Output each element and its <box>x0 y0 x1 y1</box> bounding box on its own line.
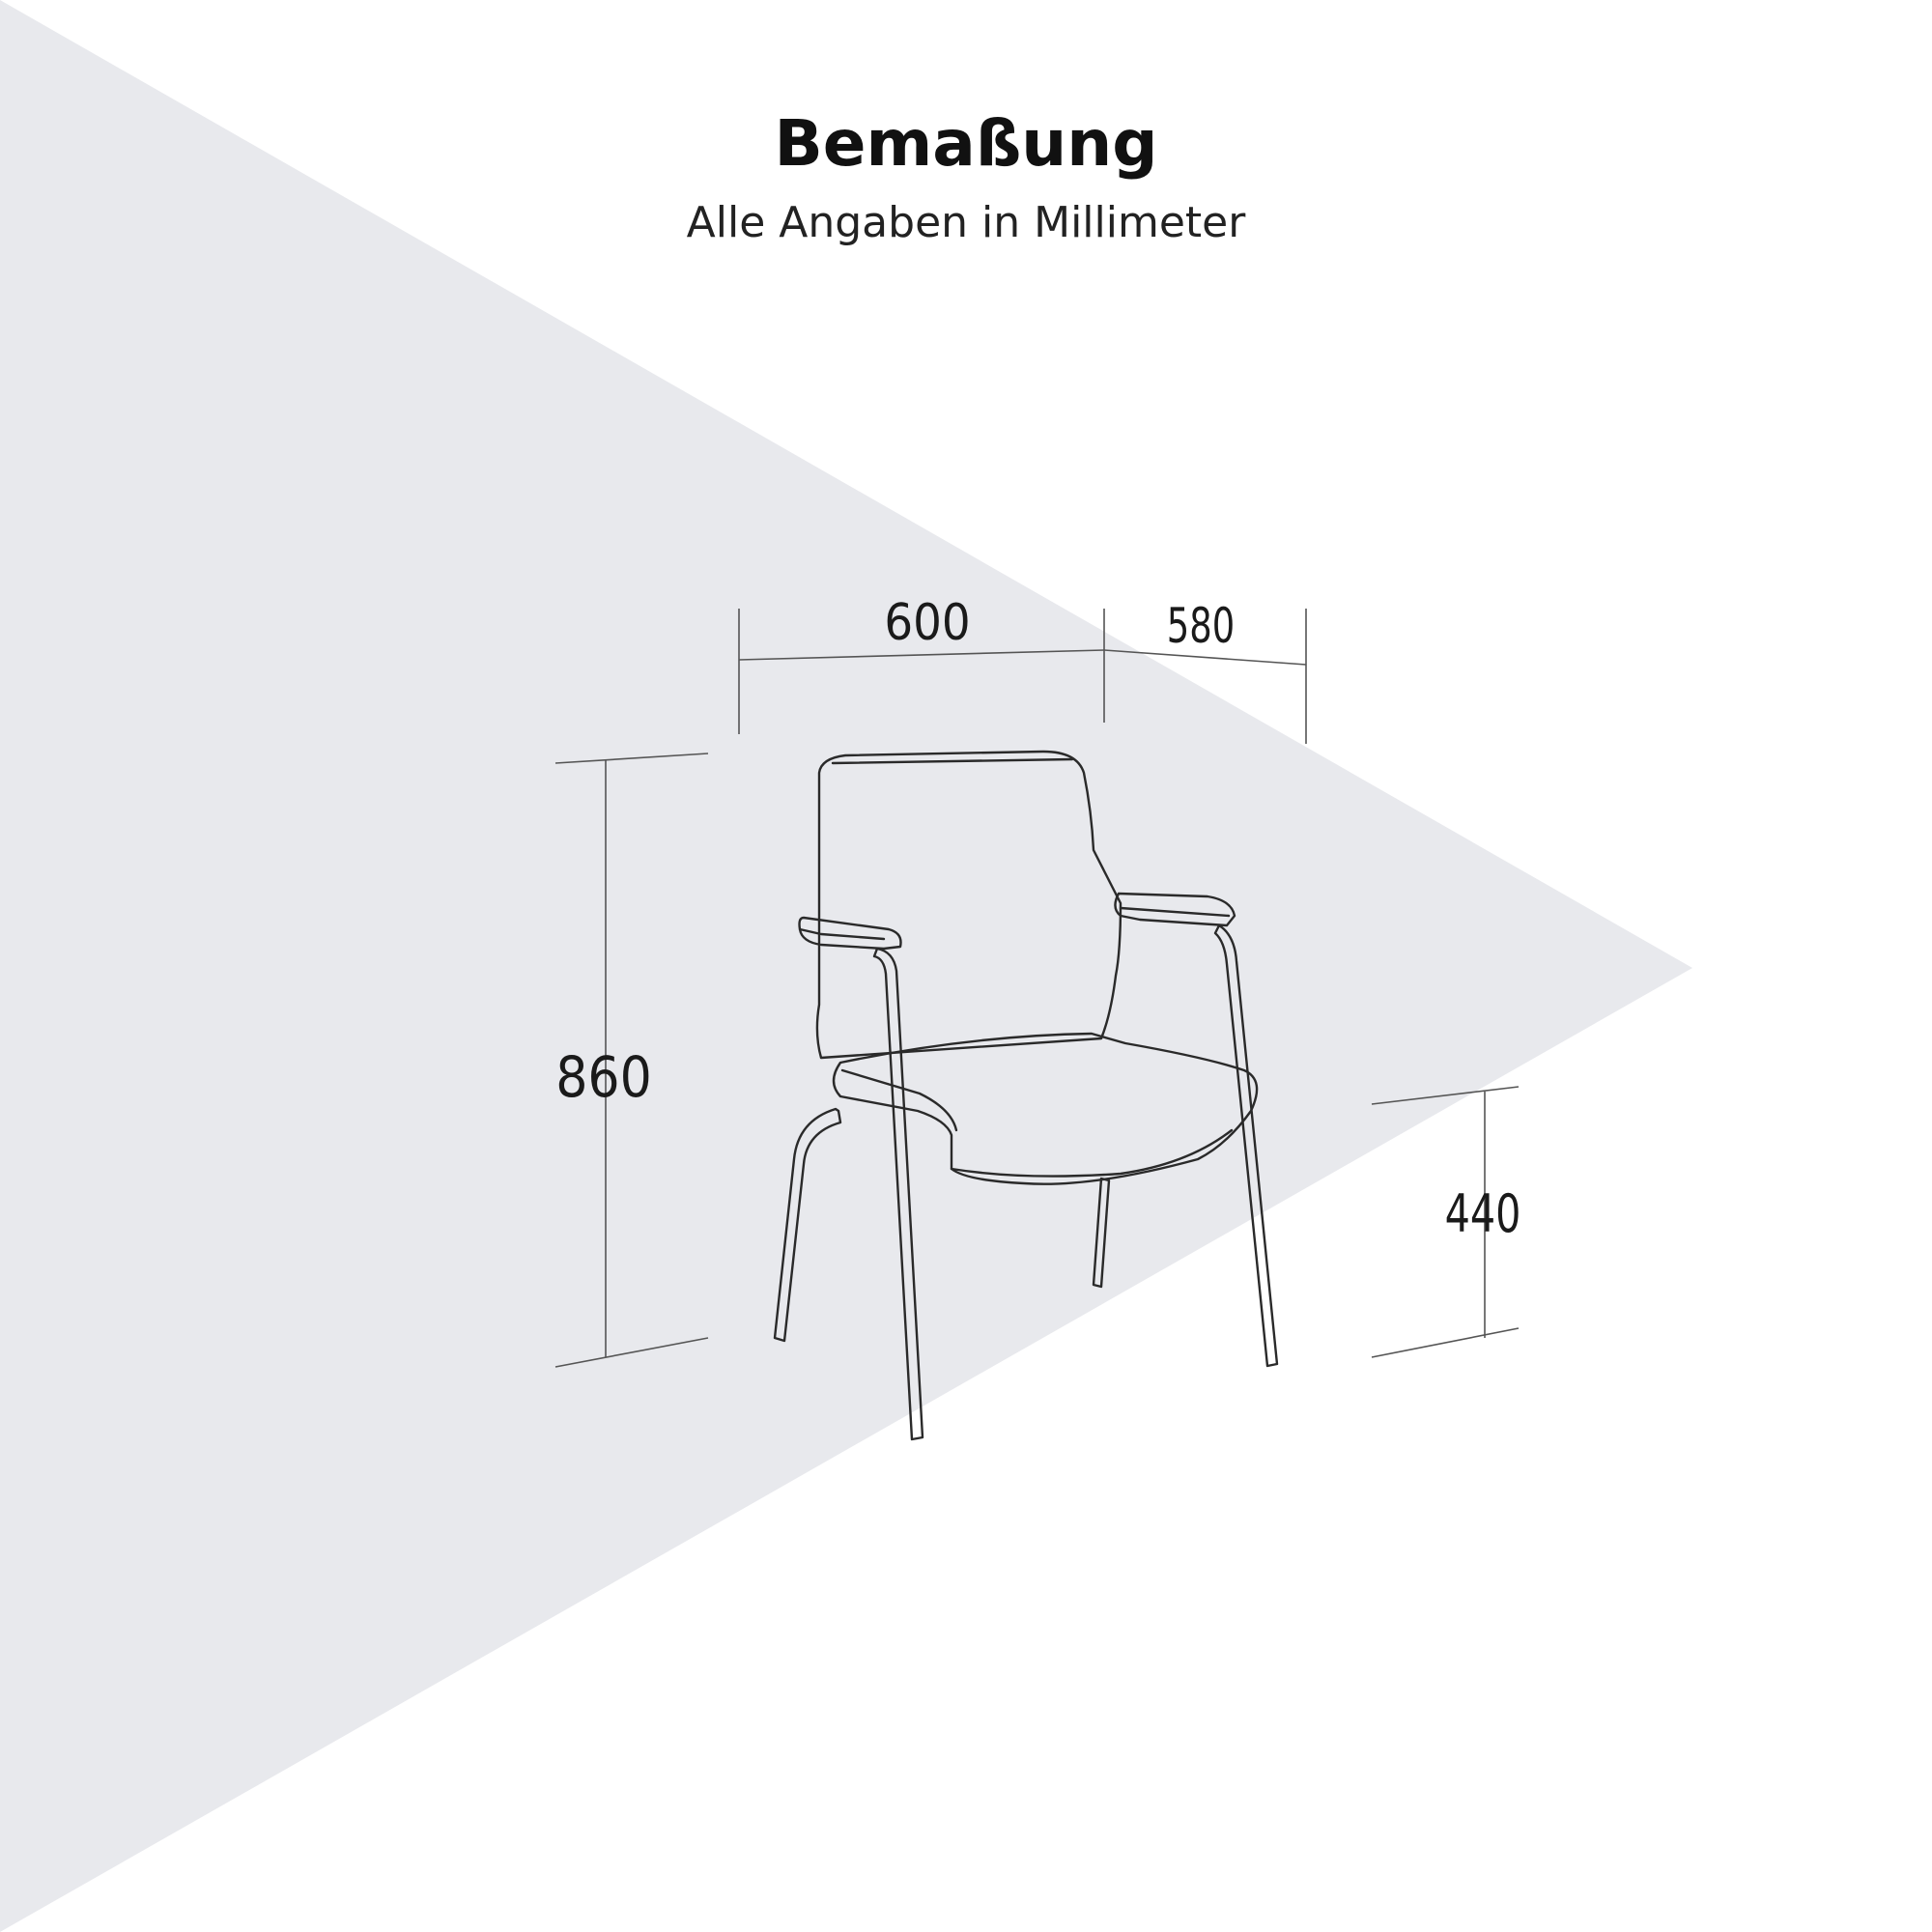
depth-label: 580 <box>1167 598 1235 654</box>
page-title: Bemaßung <box>774 106 1158 181</box>
chair-front-right-leg <box>1213 923 1279 1368</box>
page-subtitle: Alle Angaben in Millimeter <box>686 198 1246 247</box>
chair-back-left-leg <box>773 1107 842 1343</box>
seat-height-label: 440 <box>1445 1182 1521 1244</box>
dimension-lines <box>554 609 1520 1368</box>
chair-left-armrest <box>798 916 902 951</box>
chair-seat <box>832 1032 1259 1185</box>
height-label: 860 <box>555 1044 652 1110</box>
width-label: 600 <box>884 594 970 652</box>
chair-back-right-leg <box>1092 1177 1111 1289</box>
chair-backrest <box>815 750 1122 1060</box>
chair-front-left-leg <box>872 947 924 1441</box>
chair-right-armrest <box>1114 892 1236 927</box>
chair-outline <box>773 750 1279 1441</box>
